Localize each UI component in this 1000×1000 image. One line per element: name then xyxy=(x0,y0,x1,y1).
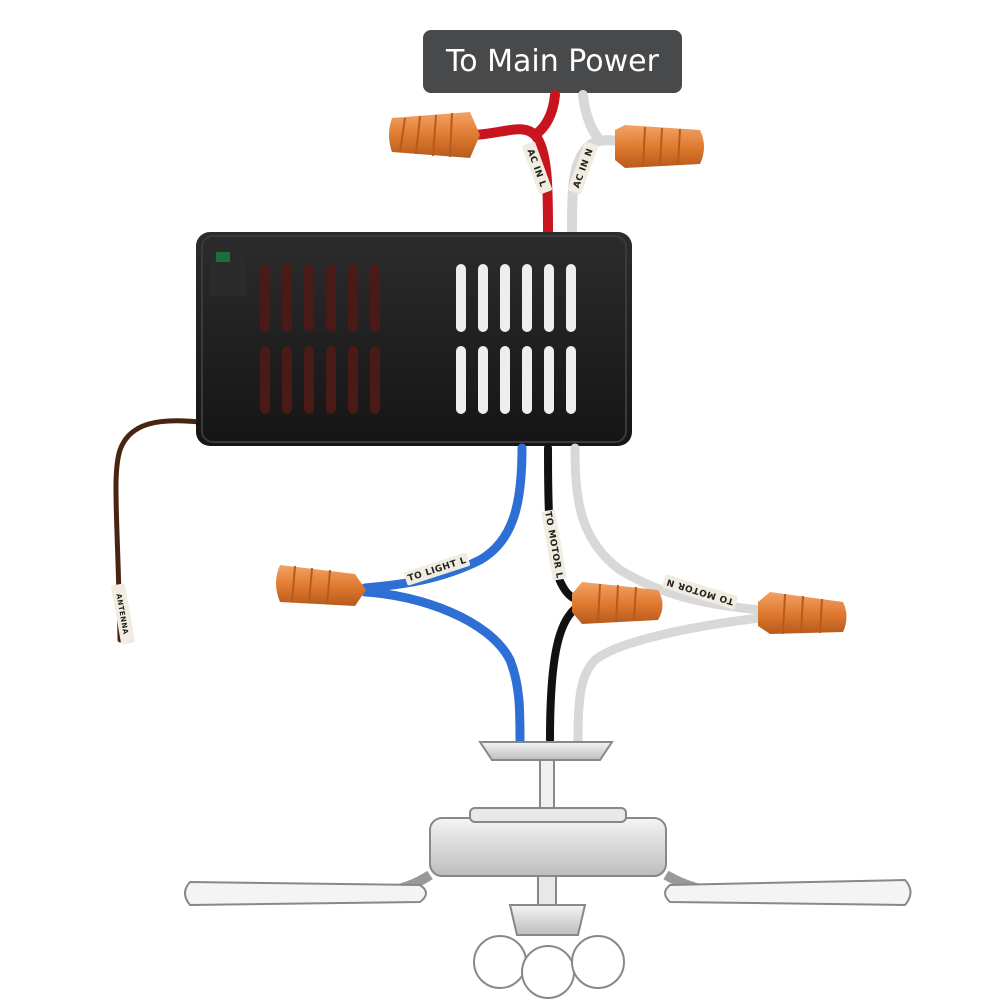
wire-to-light-l xyxy=(360,443,527,745)
main-power-label: To Main Power xyxy=(423,30,682,93)
sleeve-antenna: ANTENNA xyxy=(111,583,135,645)
ceiling-fan xyxy=(184,741,912,999)
wire-nut-motor-l xyxy=(572,582,663,624)
wire-nut-motor-n xyxy=(758,592,847,635)
wire-nut-top-left xyxy=(389,112,480,158)
main-power-label-text: To Main Power xyxy=(446,44,659,79)
wire-nut-light xyxy=(276,565,366,606)
antenna-wire xyxy=(113,418,203,643)
sleeve-to-motor-l: TO MOTOR L xyxy=(541,509,567,581)
wire-nut-top-right xyxy=(615,125,704,168)
wire-ac-in-l xyxy=(465,90,560,237)
receiver-box xyxy=(196,232,632,446)
